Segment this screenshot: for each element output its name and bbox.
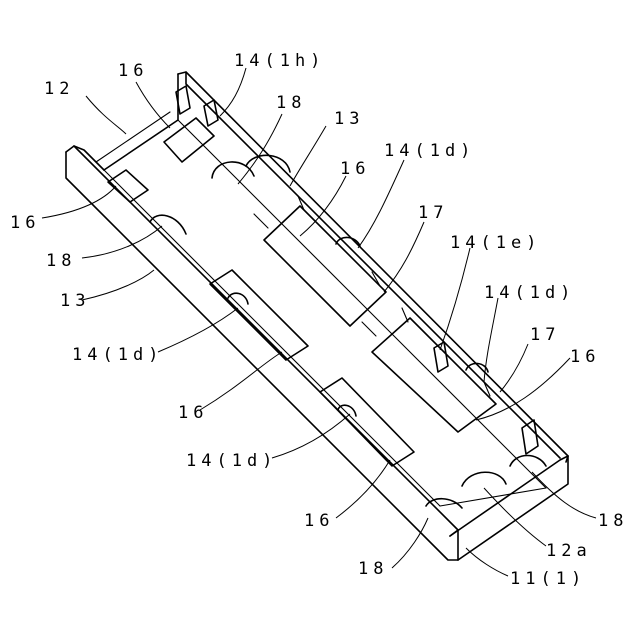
label-16-far: 16 [118, 61, 148, 81]
contact-clips [176, 86, 538, 454]
clip-near [522, 420, 538, 454]
leader-lines [42, 68, 596, 576]
label-14-1e: 14(1e) [450, 233, 541, 253]
label-18-near: 18 [598, 511, 628, 531]
label-14-1h: 14(1h) [234, 51, 325, 71]
reference-labels: 12 16 14(1h) 18 13 16 14(1d) 17 14(1e) 1… [10, 51, 628, 589]
case-body [66, 72, 568, 560]
label-14-1d-top: 14(1d) [384, 141, 475, 161]
plate-16-left-mid [210, 270, 308, 360]
label-13-back: 13 [334, 109, 364, 129]
plate-16-left-low [320, 378, 414, 466]
label-12a: 12a [546, 541, 592, 561]
label-14-1d-right: 14(1d) [484, 283, 575, 303]
label-17-right: 17 [530, 325, 560, 345]
label-18-bottom: 18 [358, 559, 388, 579]
clip-far-b [204, 100, 218, 126]
label-12: 12 [44, 79, 74, 99]
label-13-front: 13 [60, 291, 90, 311]
label-16-low: 16 [304, 511, 334, 531]
label-16-right: 16 [570, 347, 600, 367]
label-16-left: 16 [10, 213, 40, 233]
label-11-1: 11(1) [510, 569, 586, 589]
label-16-left-mid: 16 [178, 403, 208, 423]
label-18-left: 18 [46, 251, 76, 271]
label-14-1d-low: 14(1d) [186, 451, 277, 471]
label-16-center: 16 [340, 159, 370, 179]
recess-near-a [462, 472, 506, 486]
label-17-top: 17 [418, 203, 448, 223]
label-14-1d-left: 14(1d) [72, 345, 163, 365]
label-18-far: 18 [276, 93, 306, 113]
